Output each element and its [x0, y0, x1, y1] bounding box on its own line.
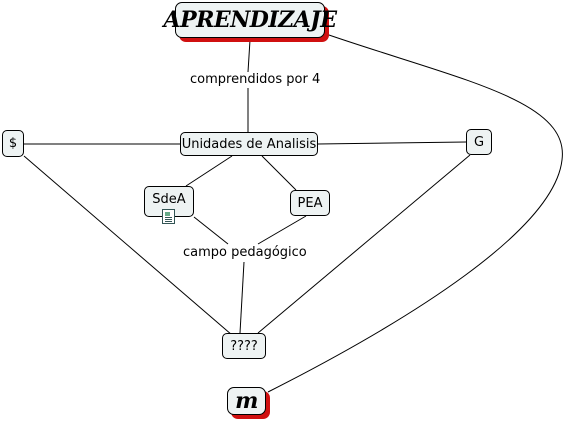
edge-aprendizaje-m — [267, 33, 563, 393]
edge-unidades-pea — [261, 155, 297, 191]
g-label: G — [473, 134, 485, 150]
m-label: m — [235, 388, 258, 414]
edge-unidades-g — [317, 141, 467, 145]
unidades-label: Unidades de Analisis — [181, 136, 317, 152]
edge-dollar-unknown — [23, 155, 233, 336]
edge-campo-unknown — [239, 261, 245, 334]
dollar-node[interactable]: $ — [2, 130, 24, 157]
edge-unidades-sdea — [185, 155, 233, 187]
edge-g-unknown — [257, 154, 471, 334]
g-node[interactable]: G — [466, 129, 492, 155]
edge-pea-campo — [257, 215, 307, 245]
pea-node[interactable]: PEA — [290, 190, 330, 216]
edge-aprendizaje-comprendidos — [247, 39, 251, 73]
document-icon[interactable] — [162, 209, 175, 224]
aprendizaje-node[interactable]: APRENDIZAJE — [164, 2, 337, 38]
sdea-node[interactable]: SdeA — [144, 186, 194, 217]
edge-sdea-campo — [193, 216, 229, 245]
pea-label: PEA — [297, 195, 323, 211]
unknown-node[interactable]: ???? — [222, 333, 266, 359]
sdea-label: SdeA — [152, 192, 186, 207]
dollar-label: $ — [8, 136, 18, 151]
unidades-node[interactable]: Unidades de Analisis — [180, 132, 318, 156]
aprendizaje-label: APRENDIZAJE — [163, 7, 337, 33]
link-label-campo: campo pedagógico — [180, 245, 310, 261]
link-label-comprendidos: comprendidos por 4 — [187, 72, 324, 88]
unknown-label: ???? — [230, 338, 258, 354]
m-node[interactable]: m — [227, 387, 266, 415]
